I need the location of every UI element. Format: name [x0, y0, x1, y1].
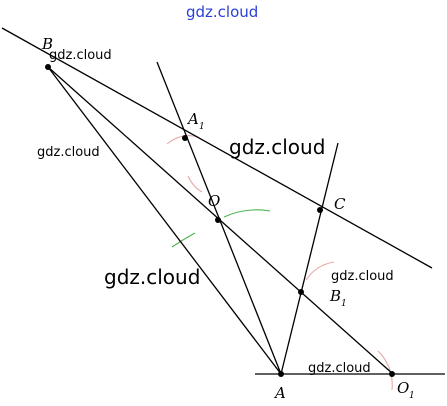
watermark-left-mid: gdz.cloud — [37, 145, 100, 160]
label-a1: A — [186, 110, 199, 128]
segment-b-a — [47, 66, 282, 375]
point-o1 — [389, 371, 395, 377]
label-b1-sub: 1 — [341, 299, 347, 309]
watermark-near-b: gdz.cloud — [49, 48, 112, 63]
arc-o1 — [377, 350, 393, 391]
label-o1-sub: 1 — [409, 391, 415, 401]
arc-o-lower — [171, 232, 196, 248]
point-a — [278, 371, 284, 377]
label-b: B — [41, 35, 53, 53]
line-through-b-c — [1, 27, 433, 269]
point-c — [317, 207, 323, 213]
point-o — [215, 217, 221, 223]
arc-b1 — [305, 261, 335, 281]
watermark-center-big: gdz.cloud — [104, 265, 200, 289]
point-a1 — [182, 135, 188, 141]
label-b1: B — [329, 287, 341, 305]
label-c: C — [334, 195, 346, 213]
arc-o-upper — [223, 209, 271, 218]
label-o: O — [208, 192, 220, 210]
watermark-near-b1: gdz.cloud — [331, 269, 394, 284]
label-a1-sub: 1 — [199, 122, 205, 132]
label-a: A — [273, 384, 286, 402]
watermark-top: gdz.cloud — [186, 3, 258, 21]
point-b — [45, 64, 51, 70]
label-o1: O — [397, 379, 409, 397]
point-b1 — [298, 289, 304, 295]
watermark-right-big: gdz.cloud — [229, 135, 325, 159]
watermark-near-o1: gdz.cloud — [308, 361, 371, 376]
arc-o-left — [187, 175, 203, 193]
ray-a-c — [280, 142, 339, 375]
